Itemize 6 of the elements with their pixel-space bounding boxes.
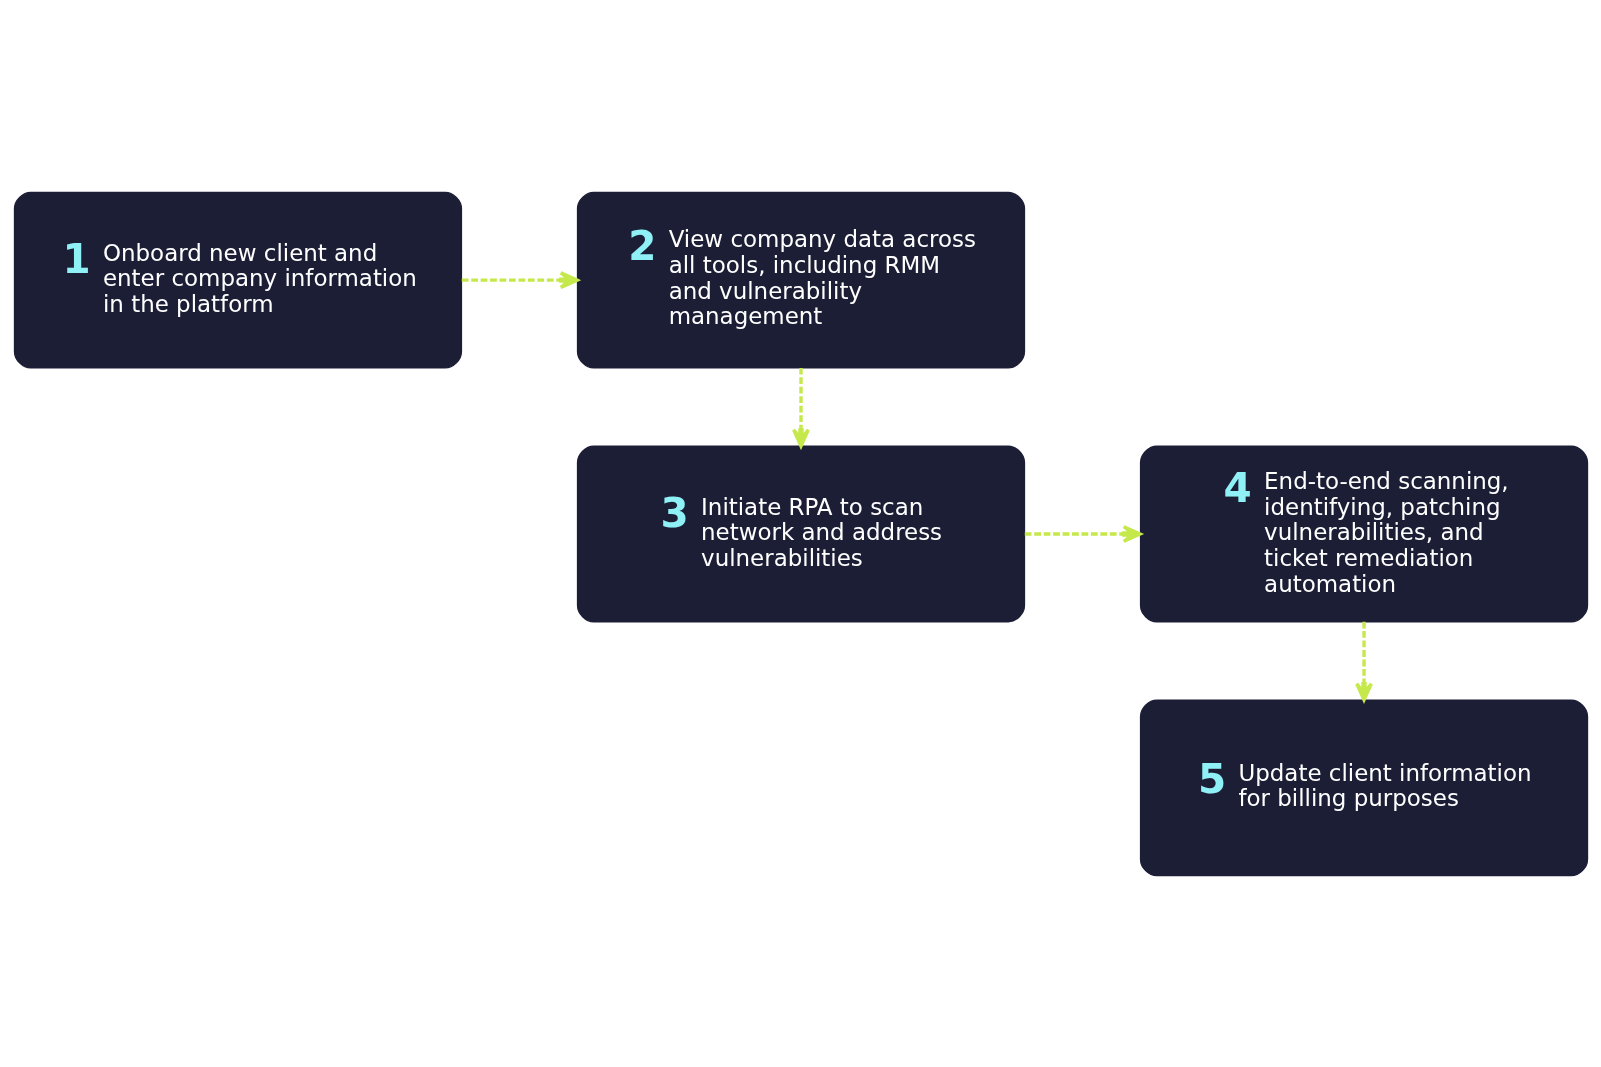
arrow	[1354, 621, 1373, 702]
node-box: 5 Update client information for billing purposes	[1139, 698, 1588, 876]
arrow	[1024, 524, 1142, 543]
node-box: 1 Onboard new client and enter company information in the platform	[13, 191, 462, 369]
arrow	[791, 367, 810, 448]
arrow	[461, 270, 579, 289]
